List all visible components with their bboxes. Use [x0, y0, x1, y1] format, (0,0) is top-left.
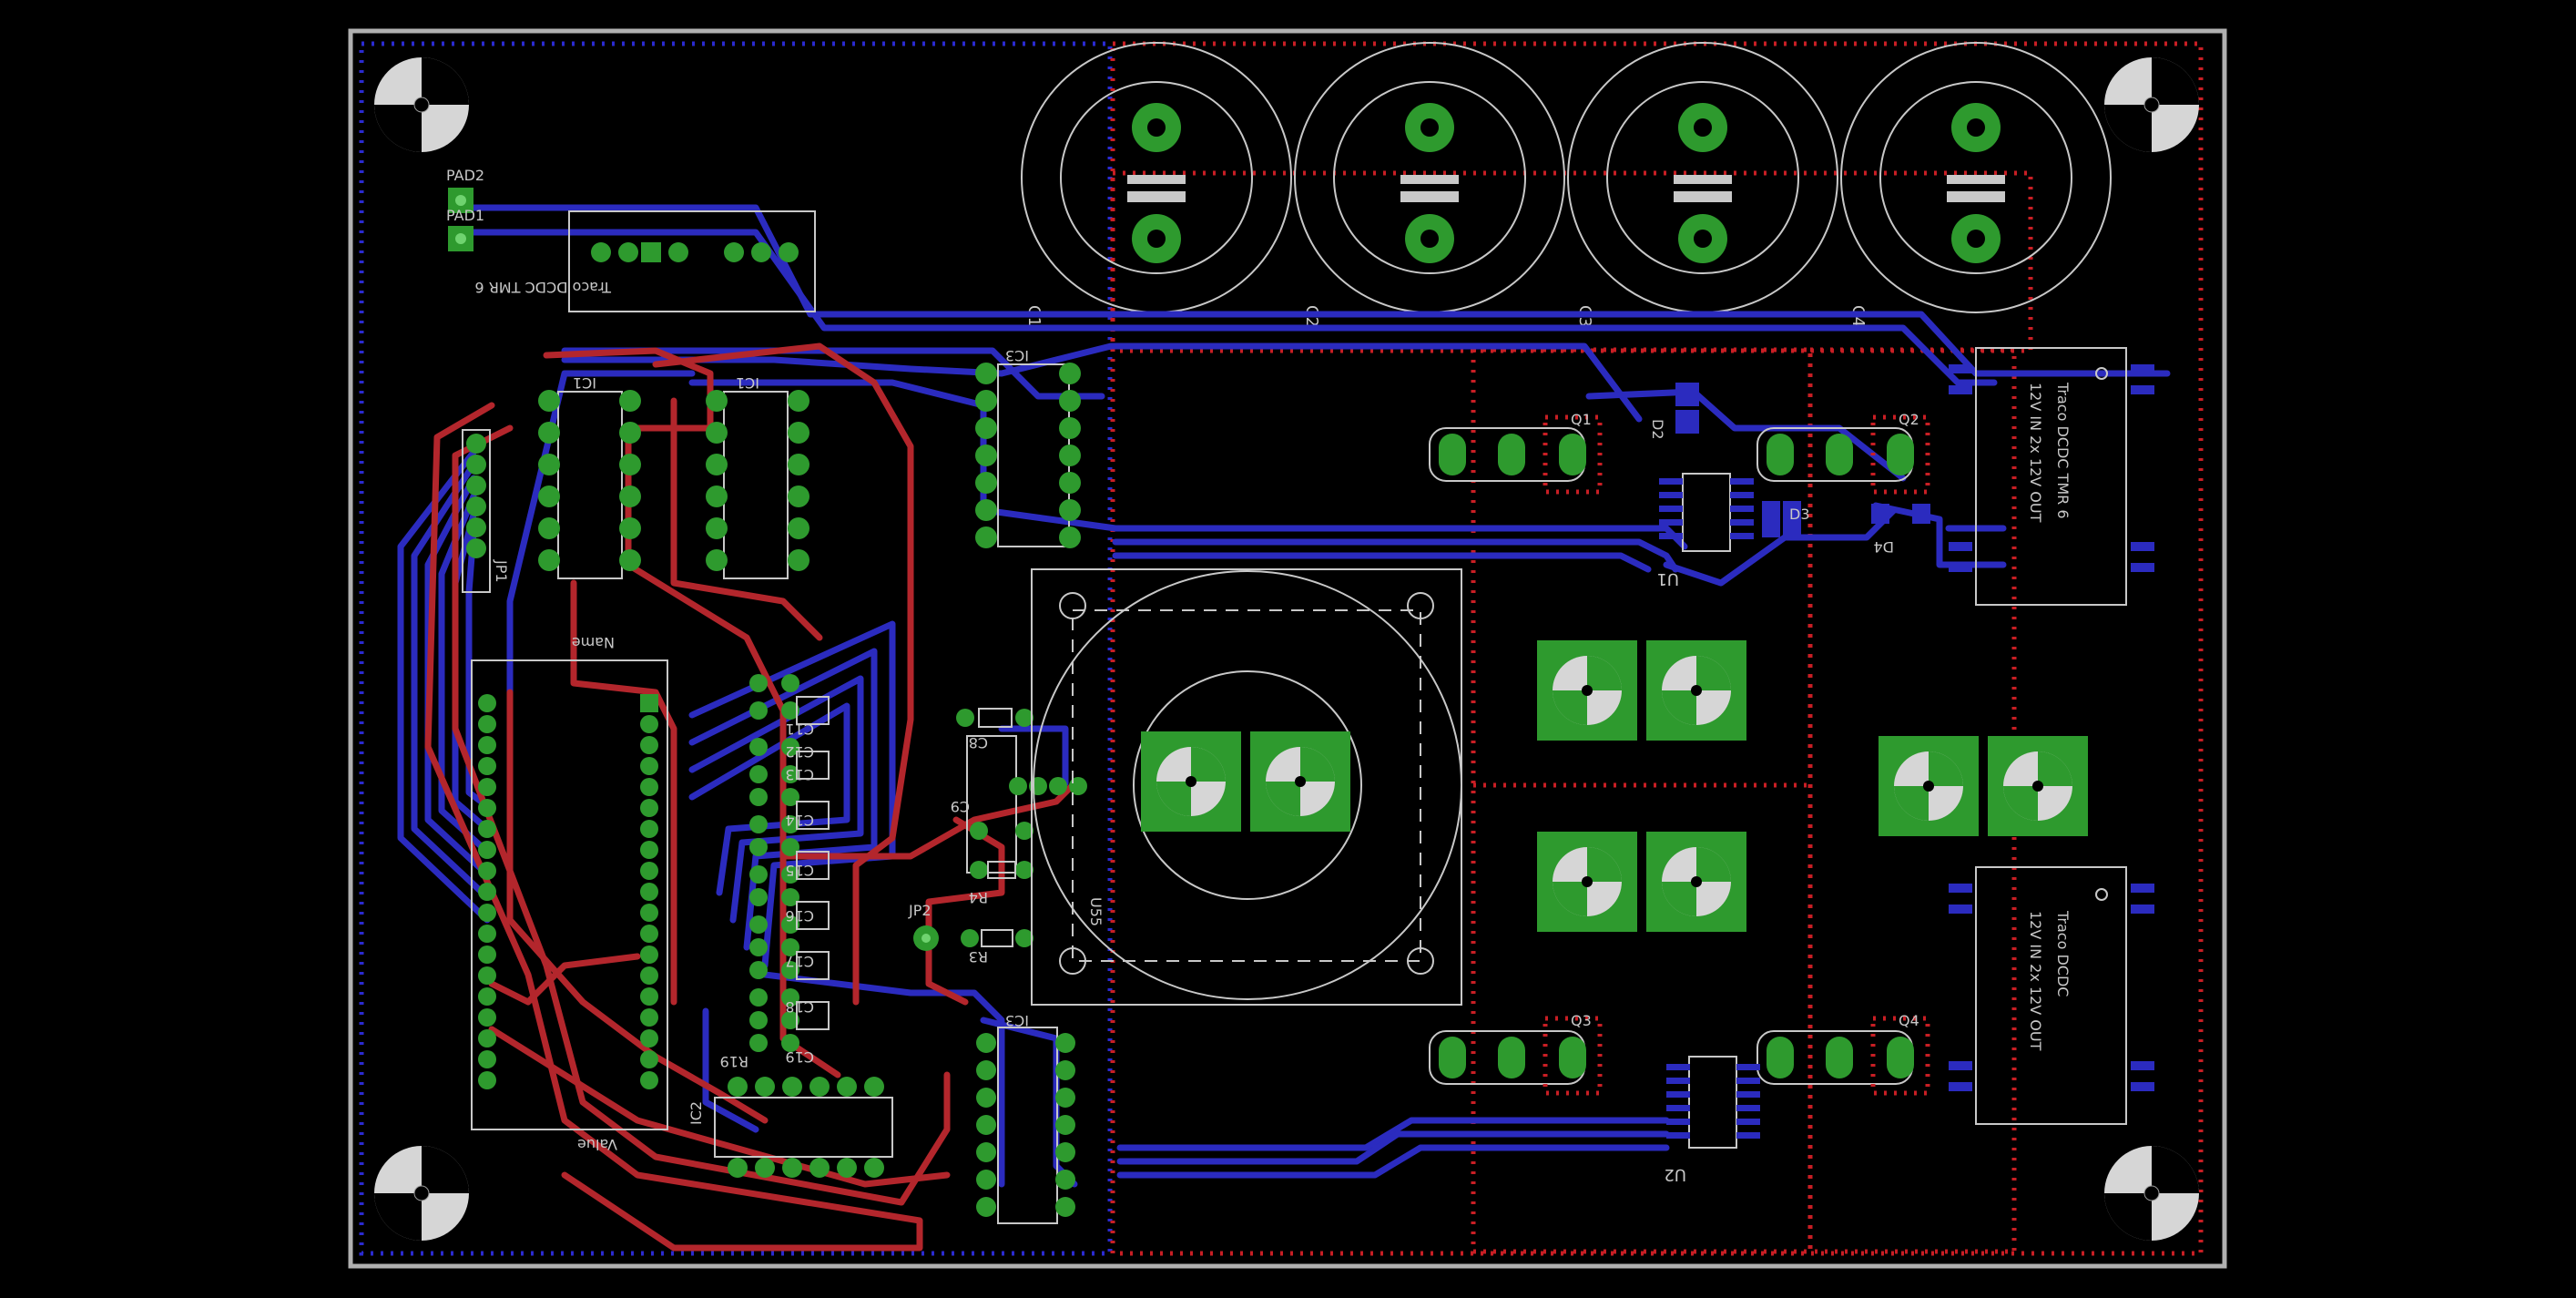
mounting-hole-bl: [374, 1146, 469, 1241]
label-q3: Q3: [1571, 1012, 1592, 1029]
board-outline: [348, 28, 2227, 1269]
cap-c8[interactable]: [956, 708, 1033, 728]
mounting-hole-tr: [2104, 57, 2199, 152]
label-c14: C14: [785, 812, 814, 829]
pad2[interactable]: [448, 188, 473, 213]
label-name: Name: [572, 634, 615, 651]
capacitor-c1[interactable]: [1021, 42, 1292, 313]
power-pad-3[interactable]: [1537, 832, 1637, 932]
ic3-bottom[interactable]: [976, 1027, 1075, 1224]
label-r3: R3: [969, 948, 988, 966]
label-c16: C16: [785, 907, 814, 925]
label-value: Value: [577, 1136, 617, 1153]
ic-u2[interactable]: [1666, 1056, 1760, 1149]
label-c18: C18: [785, 998, 814, 1016]
power-pad-5[interactable]: [1879, 736, 1979, 836]
label-c12: C12: [785, 743, 814, 761]
dcdc-module-bottom[interactable]: [1949, 866, 2154, 1125]
label-d2: D2: [1649, 419, 1666, 440]
label-ic2: IC2: [687, 1101, 705, 1125]
label-pad1: PAD1: [446, 207, 484, 224]
label-ic1-left: IC1: [573, 374, 596, 392]
label-ic3-bottom: IC3: [1005, 1012, 1029, 1029]
smd-d4[interactable]: [1871, 504, 1930, 524]
power-pad-6[interactable]: [1988, 736, 2088, 836]
label-jp1: JP1: [493, 559, 510, 583]
label-q4: Q4: [1899, 1012, 1919, 1029]
resistor-r4[interactable]: [970, 861, 1033, 879]
capacitor-c4[interactable]: [1840, 42, 2112, 313]
display-module[interactable]: [471, 659, 668, 1130]
transistor-q1[interactable]: [1429, 414, 1603, 495]
ic2[interactable]: [714, 1077, 893, 1178]
ic1-right[interactable]: [706, 390, 809, 579]
label-c19: C19: [785, 1048, 814, 1066]
small-capacitors[interactable]: [749, 674, 830, 1052]
top-polygon-outline: [1110, 41, 2204, 1256]
jumper-jp2[interactable]: [913, 925, 939, 951]
bottom-polygon-outline: [359, 41, 1113, 1256]
label-dcdc-bottom-1: Traco DCDC: [2054, 910, 2072, 996]
mounting-hole-tl: [374, 57, 469, 152]
power-pad-4[interactable]: [1646, 832, 1746, 932]
ic3-top[interactable]: [975, 363, 1081, 548]
label-c17: C17: [785, 953, 814, 970]
label-c11: C11: [785, 721, 814, 738]
label-ic1-right: IC1: [736, 374, 759, 392]
cap-c9[interactable]: [966, 735, 1087, 874]
label-u55: U55: [1087, 897, 1105, 926]
label-c13: C13: [785, 766, 814, 783]
u55-module[interactable]: [1031, 568, 1462, 1006]
resistor-r3[interactable]: [961, 929, 1033, 947]
label-r19: R19: [720, 1053, 748, 1070]
label-d3: D3: [1789, 506, 1810, 523]
power-pad-u55-1[interactable]: [1141, 731, 1241, 832]
power-pad-1[interactable]: [1537, 640, 1637, 741]
label-dcdc-bottom-2: 12V IN 2x 12V OUT: [2027, 911, 2044, 1051]
power-pad-u55-2[interactable]: [1250, 731, 1350, 832]
dcdc-module-top[interactable]: [1949, 347, 2154, 606]
label-c15: C15: [785, 862, 814, 879]
ic1-left[interactable]: [538, 390, 641, 579]
label-dcdc-top-2: 12V IN 2x 12V OUT: [2027, 383, 2044, 523]
power-zone-outline-1: [1471, 347, 1813, 1254]
jp1-header[interactable]: [462, 429, 491, 593]
mounting-hole-br: [2104, 1146, 2199, 1241]
capacitor-c3[interactable]: [1567, 42, 1838, 313]
label-q1: Q1: [1571, 411, 1592, 428]
capacitor-c2[interactable]: [1294, 42, 1565, 313]
cap-zone-outline: [1110, 170, 2033, 353]
transistor-q3[interactable]: [1429, 1016, 1603, 1096]
transistor-q2[interactable]: [1756, 414, 1930, 495]
ic-u1[interactable]: [1659, 473, 1754, 552]
label-c9: C9: [951, 798, 970, 815]
dcdc-tmr6-module[interactable]: [568, 210, 816, 312]
pad1[interactable]: [448, 226, 473, 251]
label-c8: C8: [969, 734, 988, 751]
smd-d3[interactable]: [1762, 501, 1801, 537]
label-ic3-top: IC3: [1005, 347, 1029, 364]
smd-d2[interactable]: [1675, 383, 1699, 434]
label-dcdc-tmr6: Traco DCDC TMR 6: [474, 279, 612, 296]
label-pad2: PAD2: [446, 167, 484, 184]
label-q2: Q2: [1899, 411, 1919, 428]
label-u2: U2: [1664, 1165, 1686, 1184]
label-jp2: JP2: [908, 902, 932, 919]
transistor-q4[interactable]: [1756, 1016, 1930, 1096]
label-d4: D4: [1874, 538, 1895, 556]
power-pad-2[interactable]: [1646, 640, 1746, 741]
label-r4: R4: [969, 889, 988, 906]
label-dcdc-top-1: Traco DCDC TMR 6: [2054, 382, 2072, 519]
label-u1: U1: [1656, 569, 1679, 588]
